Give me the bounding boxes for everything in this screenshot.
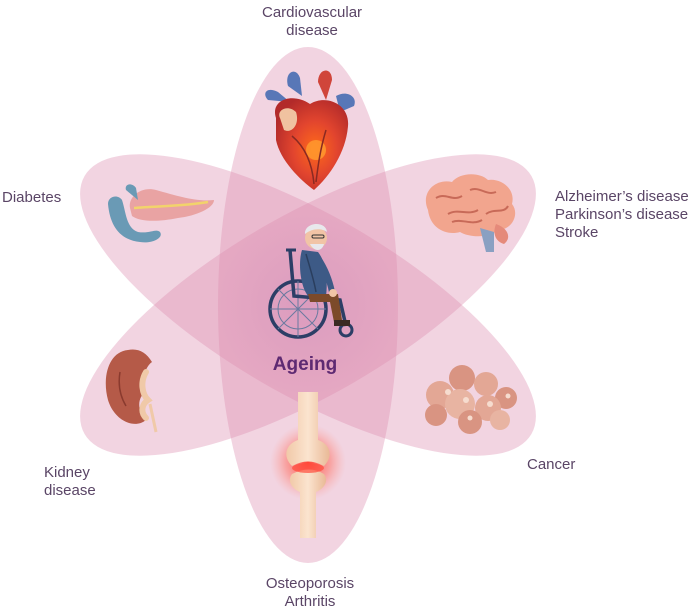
- label-cancer: Cancer: [527, 456, 576, 473]
- center-glow: [216, 213, 400, 397]
- petals: [80, 47, 536, 563]
- knee-joint-icon: [270, 392, 346, 538]
- label-kidney: Kidney disease: [44, 464, 96, 499]
- center-label: Ageing: [272, 354, 338, 375]
- label-diabetes: Diabetes: [2, 189, 62, 206]
- tumor-cells-icon: [425, 365, 517, 434]
- brain-icon: [425, 174, 516, 252]
- label-cardiovascular: Cardiovascular disease: [262, 4, 363, 39]
- kidney-icon: [105, 349, 158, 433]
- label-bone: Osteoporosis Arthritis: [265, 575, 355, 610]
- label-neuro: Alzheimer’s disease Parkinson’s disease …: [555, 188, 689, 241]
- elderly-wheelchair-icon: [268, 223, 354, 339]
- pancreas-icon: [108, 184, 214, 243]
- heart-icon: [265, 70, 355, 190]
